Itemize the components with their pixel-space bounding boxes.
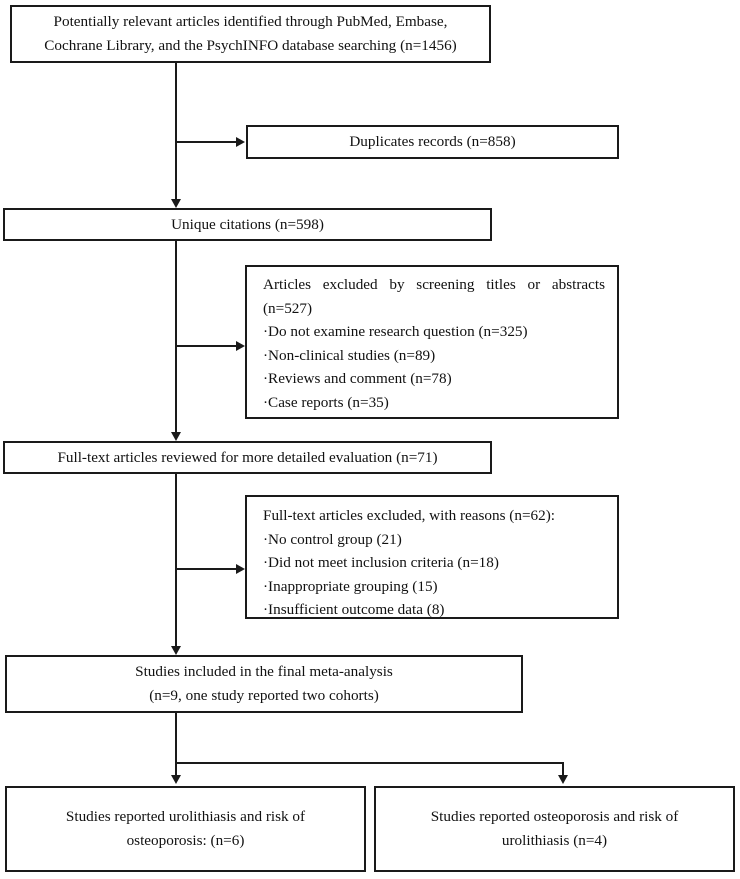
outcome-osteoporosis-to-urolithiasis-box: Studies reported osteoporosis and risk o… [374, 786, 735, 872]
included-studies-line-1: Studies included in the final meta-analy… [135, 663, 393, 681]
arrowhead-unique-citations [171, 199, 181, 208]
arrowhead-duplicates [236, 137, 245, 147]
outcome-right-line-1: Studies reported osteoporosis and risk o… [430, 808, 679, 826]
included-studies-box: Studies included in the final meta-analy… [5, 655, 523, 713]
fulltext-excluded-line-5: ·Insufficient outcome data (8) [263, 601, 445, 619]
fulltext-reviewed-line-1: Full-text articles reviewed for more det… [57, 448, 438, 466]
outcome-left-line-2: osteoporosis: (n=6) [126, 832, 245, 849]
duplicates-box: Duplicates records (n=858) [246, 125, 619, 159]
identification-line-1: Potentially relevant articles identified… [53, 13, 448, 31]
arrowhead-screening-excluded [236, 341, 245, 351]
fulltext-excluded-line-4: ·Inappropriate grouping (15) [263, 577, 438, 595]
screening-excluded-line-1: Articles excluded by screening titles or… [263, 276, 605, 293]
connector-split-horizontal [175, 762, 564, 764]
arrowhead-fulltext-reviewed [171, 432, 181, 441]
unique-citations-line-1: Unique citations (n=598) [171, 215, 324, 233]
arrowhead-fulltext-excluded [236, 564, 245, 574]
duplicates-line-1: Duplicates records (n=858) [349, 133, 516, 151]
unique-citations-box: Unique citations (n=598) [3, 208, 492, 241]
arrowhead-outcome-right [558, 775, 568, 784]
fulltext-excluded-line-1: Full-text articles excluded, with reason… [263, 507, 555, 524]
outcome-left-line-1: Studies reported urolithiasis and risk o… [65, 808, 306, 826]
arrowhead-included-studies [171, 646, 181, 655]
connector-fulltext-to-fulltext-excluded [176, 568, 238, 570]
outcome-right-line-2: urolithiasis (n=4) [501, 832, 608, 849]
screening-excluded-line-2: (n=527) [263, 299, 313, 317]
screening-excluded-box: Articles excluded by screening titles or… [245, 265, 619, 419]
screening-excluded-line-3: ·Do not examine research question (n=325… [263, 323, 528, 341]
connector-identification-to-duplicates [176, 141, 238, 143]
connector-identification-to-unique [175, 63, 177, 205]
screening-excluded-line-5: ·Reviews and comment (n=78) [263, 370, 452, 388]
screening-excluded-line-6: ·Case reports (n=35) [263, 393, 389, 411]
identification-line-2: Cochrane Library, and the PsychINFO data… [44, 37, 457, 54]
outcome-urolithiasis-to-osteoporosis-box: Studies reported urolithiasis and risk o… [5, 786, 366, 872]
arrowhead-outcome-left [171, 775, 181, 784]
connector-unique-to-screening-excluded [176, 345, 238, 347]
connector-fulltext-to-included [175, 474, 177, 650]
included-studies-line-2: (n=9, one study reported two cohorts) [149, 687, 379, 704]
connector-split-right-drop [562, 762, 564, 778]
connector-unique-to-fulltext [175, 241, 177, 437]
fulltext-excluded-box: Full-text articles excluded, with reason… [245, 495, 619, 619]
screening-excluded-line-4: ·Non-clinical studies (n=89) [263, 346, 436, 364]
fulltext-excluded-line-2: ·No control group (21) [263, 530, 402, 548]
fulltext-excluded-line-3: ·Did not meet inclusion criteria (n=18) [263, 554, 499, 572]
fulltext-reviewed-box: Full-text articles reviewed for more det… [3, 441, 492, 474]
connector-included-trunk [175, 713, 177, 778]
identification-box: Potentially relevant articles identified… [10, 5, 491, 63]
